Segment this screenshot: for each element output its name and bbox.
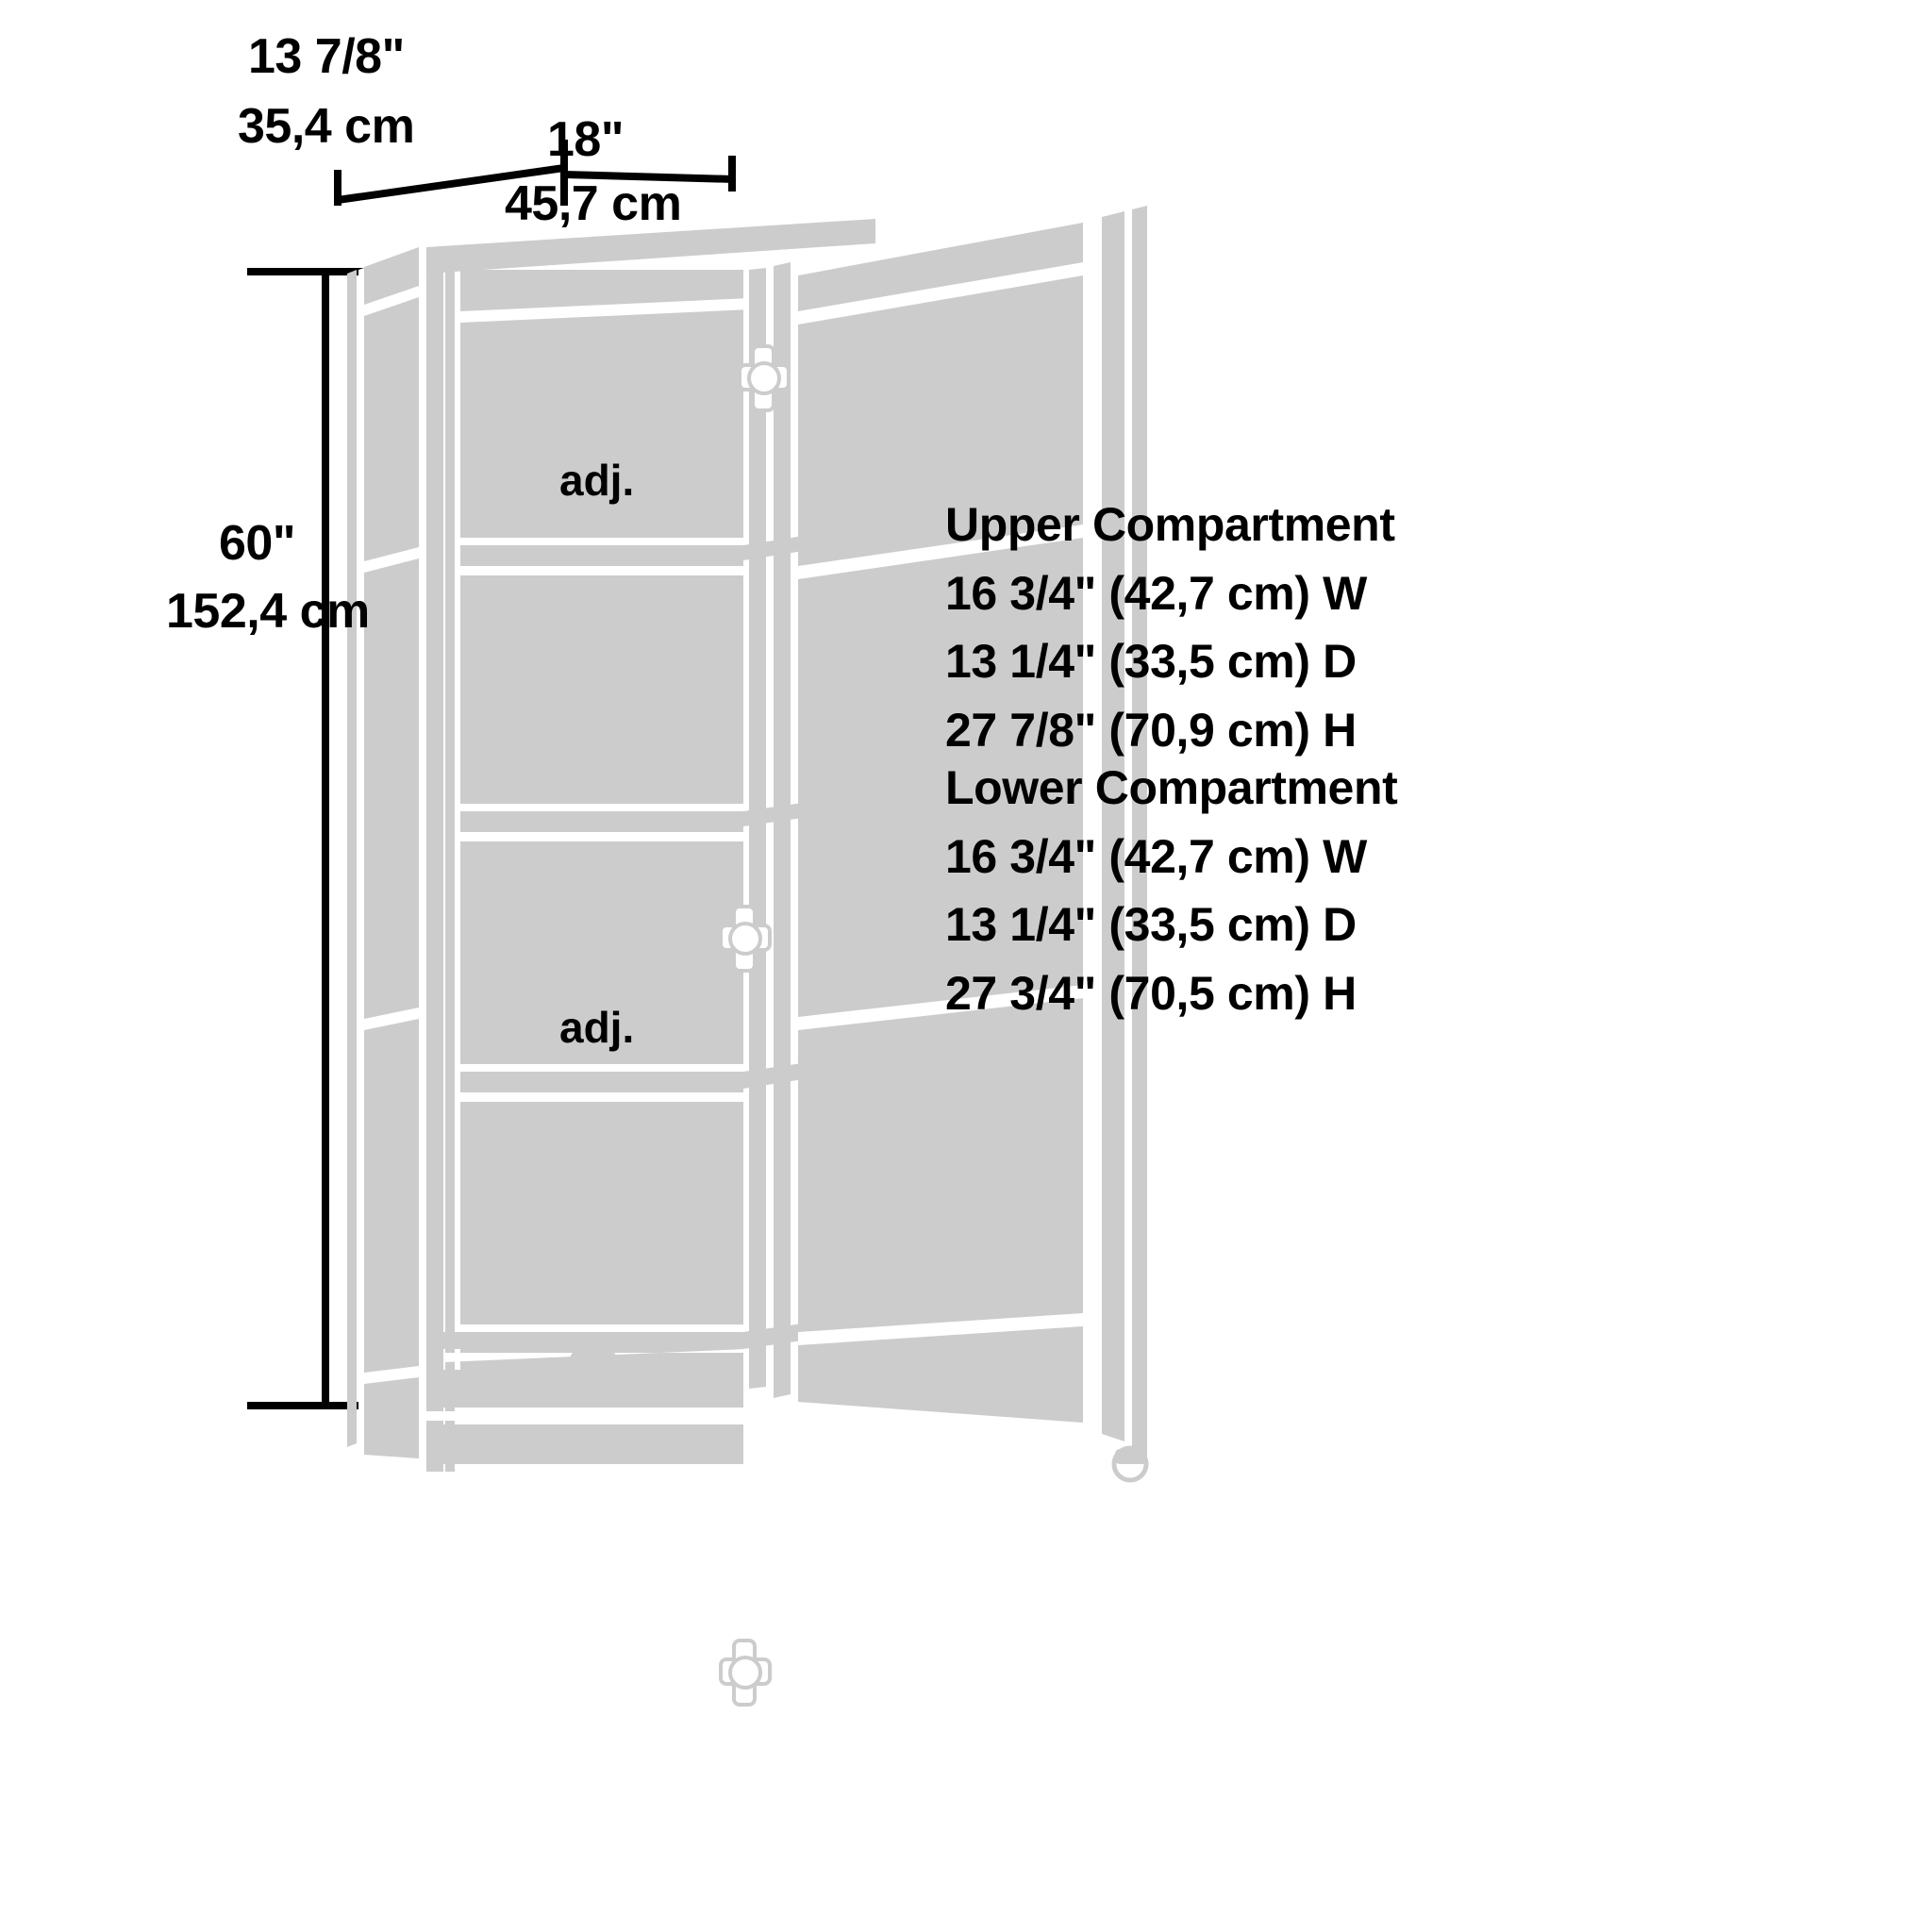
door-outer-edge bbox=[1102, 211, 1124, 1441]
cabinet-body bbox=[347, 206, 1149, 1707]
left-side-panel-reveals bbox=[358, 268, 419, 1456]
upper-adjustable-shelf-label: adj. bbox=[559, 456, 635, 505]
depth-inches-label: 13 7/8" bbox=[248, 29, 405, 84]
lower-adjustable-shelf bbox=[460, 1053, 875, 1102]
top-rail-reveal bbox=[460, 292, 875, 323]
upper-compartment-width: 16 3/4" (42,7 cm) W bbox=[945, 567, 1367, 620]
cabinet-top-cap bbox=[426, 219, 875, 274]
upper-adjustable-shelf bbox=[460, 525, 875, 575]
height-cm-label: 152,4 cm bbox=[166, 584, 370, 639]
door-face bbox=[798, 223, 1083, 1423]
interior-back-panel bbox=[460, 270, 743, 1387]
door-outer-reveal bbox=[1089, 217, 1102, 1430]
bottom-bracket-hardware bbox=[569, 1351, 618, 1370]
height-inches-label: 60" bbox=[219, 516, 296, 571]
lower-adjustable-shelf-label: adj. bbox=[559, 1003, 635, 1052]
hinge-top bbox=[738, 344, 791, 412]
door-panel-grooves bbox=[798, 262, 1083, 1345]
lower-compartment-width: 16 3/4" (42,7 cm) W bbox=[945, 830, 1367, 883]
hinge-bottom bbox=[719, 1639, 772, 1707]
right-interior-stile bbox=[749, 268, 766, 1389]
middle-fixed-shelf bbox=[460, 792, 875, 841]
door-bottom-knob bbox=[1111, 1445, 1149, 1483]
upper-compartment-height: 27 7/8" (70,9 cm) H bbox=[945, 704, 1357, 757]
left-front-stile-inner bbox=[445, 271, 455, 1472]
cabinet-front-carcass bbox=[426, 219, 875, 1472]
left-side-panel bbox=[347, 247, 419, 1458]
upper-compartment-depth: 13 1/4" (33,5 cm) D bbox=[945, 635, 1357, 688]
cabinet-bottom-deck bbox=[426, 1313, 875, 1464]
door-hinges bbox=[719, 344, 791, 1707]
dimension-lines bbox=[247, 140, 736, 1409]
lower-compartment-depth: 13 1/4" (33,5 cm) D bbox=[945, 898, 1357, 951]
width-cm-label: 45,7 cm bbox=[505, 176, 682, 231]
bottom-front-rail bbox=[426, 1370, 743, 1407]
left-front-stile bbox=[426, 272, 443, 1472]
door-far-edge bbox=[1132, 206, 1147, 1453]
toe-kick bbox=[426, 1424, 743, 1464]
depth-cm-label: 35,4 cm bbox=[238, 99, 415, 154]
upper-compartment-title: Upper Compartment bbox=[945, 498, 1395, 551]
lower-compartment-height: 27 3/4" (70,5 cm) H bbox=[945, 967, 1357, 1020]
depth-line bbox=[337, 164, 565, 204]
lower-compartment-title: Lower Compartment bbox=[945, 761, 1398, 814]
hinge-middle bbox=[719, 905, 772, 973]
width-line bbox=[563, 171, 735, 183]
open-door bbox=[774, 206, 1147, 1453]
door-edge-strip bbox=[774, 262, 791, 1398]
width-inches-label: 18" bbox=[547, 112, 625, 167]
